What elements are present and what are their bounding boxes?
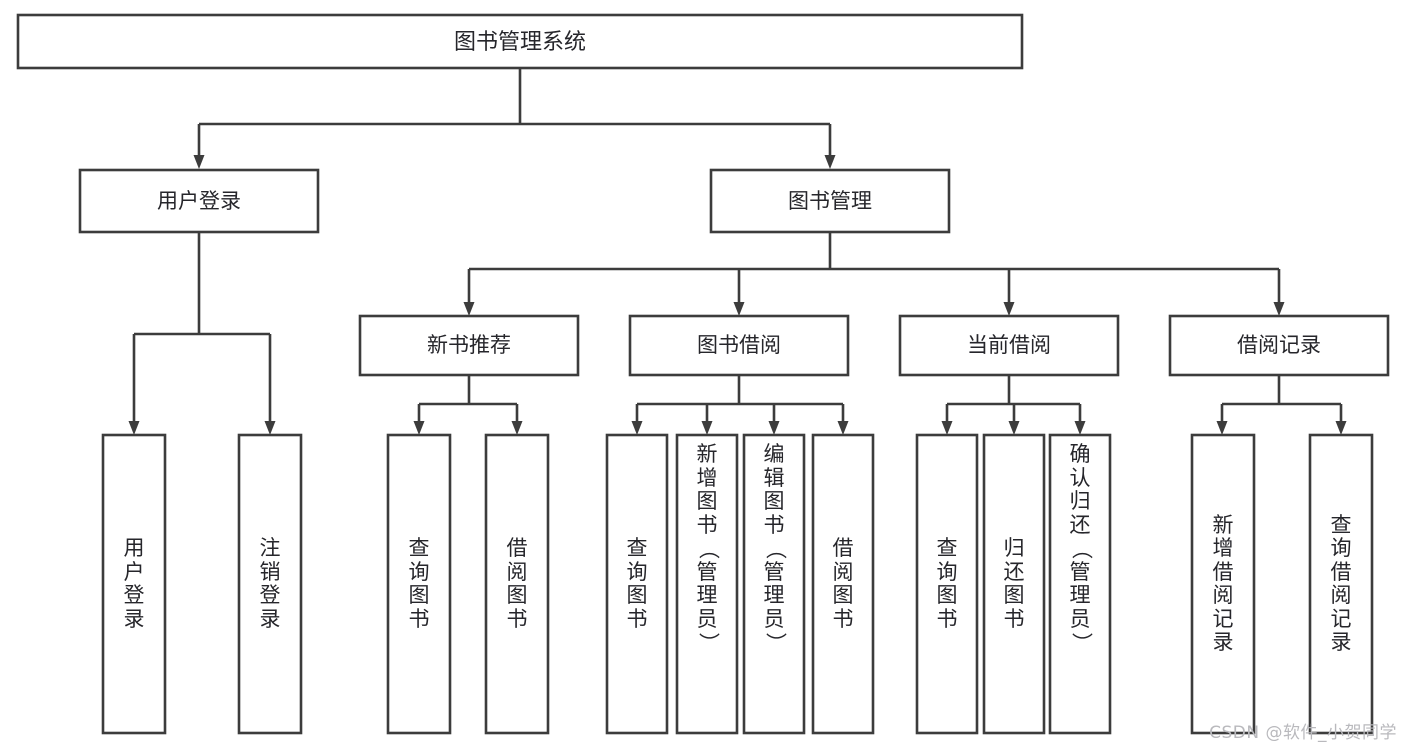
leaf-box-query-book-3[interactable] (915, 433, 979, 735)
connector-group-current-borrow (941, 375, 1086, 435)
node-borrow-record-label: 借阅记录 (1237, 333, 1321, 357)
leaf-box-user-login[interactable] (101, 433, 167, 735)
leaf-box-user-logout[interactable] (237, 433, 303, 735)
node-user-login[interactable]: 用户登录 (78, 168, 320, 234)
node-user-login-label: 用户登录 (157, 189, 241, 213)
node-book-management[interactable]: 图书管理 (709, 168, 951, 234)
node-book-borrow[interactable]: 图书借阅 (628, 314, 850, 377)
leaf-box-query-record[interactable] (1308, 433, 1374, 735)
leaf-box-add-record[interactable] (1190, 433, 1256, 735)
leaf-box-confirm-return[interactable] (1048, 433, 1112, 735)
node-current-borrow-label: 当前借阅 (967, 333, 1051, 357)
leaf-boxes (101, 433, 1374, 735)
node-root-label: 图书管理系统 (454, 30, 586, 55)
node-new-book-recommend[interactable]: 新书推荐 (358, 314, 580, 377)
leaf-box-edit-book[interactable] (742, 433, 806, 735)
node-current-borrow[interactable]: 当前借阅 (898, 314, 1120, 377)
connector-group-borrow-record (1216, 375, 1347, 435)
connector-group-book-management (463, 232, 1285, 316)
node-root[interactable]: 图书管理系统 (16, 13, 1024, 70)
connector-group-root (193, 68, 836, 169)
connector-group-new-book-recommend (413, 375, 523, 435)
leaf-box-add-book[interactable] (675, 433, 739, 735)
leaf-box-borrow-book-1[interactable] (484, 433, 550, 735)
node-borrow-record[interactable]: 借阅记录 (1168, 314, 1390, 377)
leaf-box-query-book-2[interactable] (605, 433, 669, 735)
connector-group-user-login (128, 232, 276, 435)
leaf-box-query-book-1[interactable] (386, 433, 452, 735)
connector-group-book-borrow (631, 375, 849, 435)
node-new-book-recommend-label: 新书推荐 (427, 333, 511, 357)
leaf-box-borrow-book-2[interactable] (811, 433, 875, 735)
leaf-box-return-book[interactable] (982, 433, 1046, 735)
node-book-borrow-label: 图书借阅 (697, 333, 781, 357)
node-book-management-label: 图书管理 (788, 189, 872, 213)
